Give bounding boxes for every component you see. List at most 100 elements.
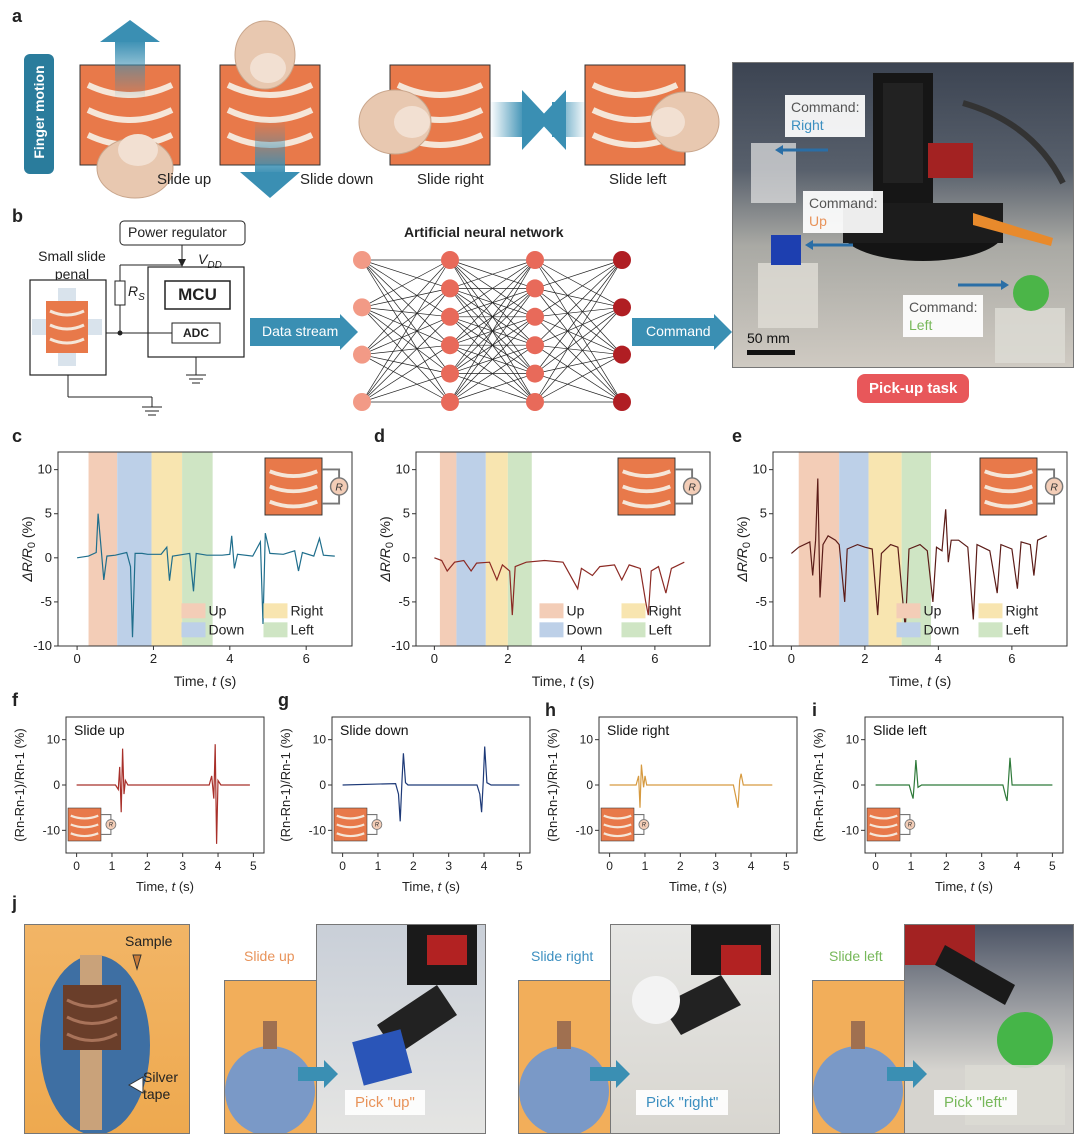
- y-tick-label: 0: [319, 778, 326, 792]
- series-line: [77, 513, 335, 638]
- ann-connection: [361, 344, 451, 356]
- y-tick-label: -10: [391, 638, 410, 653]
- power-regulator-label: Power regulator: [128, 224, 227, 240]
- ann-connection: [534, 344, 623, 403]
- ann-node: [613, 298, 631, 317]
- sample-label: Sample: [125, 933, 173, 949]
- ann-connection: [361, 354, 451, 374]
- band-right: [485, 452, 508, 646]
- ann-connection: [361, 316, 451, 355]
- pick-left-label: Pick "left": [934, 1090, 1018, 1115]
- x-tick-label: 2: [504, 651, 511, 666]
- ann-connection: [534, 344, 623, 356]
- neural-network-diagram: [353, 251, 631, 411]
- x-label-var: t: [172, 879, 177, 894]
- robot-scene: [747, 73, 1066, 363]
- x-tick-label: 0: [73, 859, 80, 873]
- ann-connection: [534, 259, 623, 403]
- legend-label-right: Right: [1005, 602, 1038, 618]
- hand-photo-left: [812, 980, 906, 1134]
- x-axis-label: Time, t (s): [532, 673, 594, 689]
- hand-photo-right: [518, 980, 612, 1134]
- small-slide-panel-title: Small slide penal: [38, 248, 106, 282]
- legend-swatch-right: [621, 603, 646, 619]
- x-tick-label: 0: [872, 859, 879, 873]
- command-up-value: Up: [809, 213, 827, 229]
- y-label-unit: (%): [378, 516, 393, 542]
- ann-connection: [361, 344, 451, 403]
- ann-connection: [534, 316, 623, 403]
- panel-label-a: a: [12, 6, 23, 26]
- caption-slide-down: Slide down: [300, 171, 374, 188]
- ann-node: [526, 251, 544, 269]
- x-tick-label: 4: [578, 651, 585, 666]
- ann-connection: [449, 288, 536, 403]
- ann-connection: [361, 259, 451, 355]
- ann-connection: [361, 288, 451, 403]
- svg-text:R: R: [109, 823, 114, 829]
- x-tick-label: 5: [783, 859, 790, 873]
- slide-left-label: Slide left: [829, 948, 883, 964]
- y-tick-label: 10: [396, 462, 410, 477]
- slide-right-label: Slide right: [531, 948, 594, 964]
- y-tick-label: -10: [576, 823, 594, 837]
- ann-connection: [534, 259, 623, 289]
- legend-swatch-up: [181, 603, 206, 619]
- band-left: [507, 452, 532, 646]
- arrow-left-group: [887, 1060, 927, 1088]
- y-tick-label: -10: [33, 638, 52, 653]
- x-label-part: Time,: [174, 673, 212, 689]
- y-tick-label: 0: [45, 550, 52, 565]
- legend-swatch-down: [539, 622, 564, 638]
- x-tick-label: 4: [215, 859, 222, 873]
- y-tick-label: -10: [309, 823, 327, 837]
- x-label-var: t: [705, 879, 710, 894]
- ann-node: [441, 251, 459, 269]
- ann-node: [526, 393, 544, 411]
- pick-up-label: Pick "up": [345, 1090, 425, 1115]
- series-line: [609, 764, 773, 808]
- sensor-inset: R: [600, 807, 650, 842]
- x-label-part: Time,: [136, 879, 172, 894]
- legend-label-left: Left: [648, 621, 671, 637]
- caption-slide-up: Slide up: [157, 171, 212, 188]
- legend-label-right: Right: [290, 602, 323, 618]
- band-right: [868, 452, 902, 646]
- x-label-part: Time,: [669, 879, 705, 894]
- x-label-var: t: [927, 673, 932, 689]
- ann-node: [353, 251, 371, 269]
- ann-connection: [361, 288, 451, 355]
- arrow-right-group: [590, 1060, 630, 1088]
- slide-up-label: Slide up: [244, 948, 295, 964]
- scale-bar-label: 50 mm: [747, 330, 790, 346]
- ann-node: [613, 345, 631, 364]
- y-label-main: ΔR/R: [20, 548, 35, 583]
- x-tick-label: 1: [109, 859, 116, 873]
- y-label-sub: 0: [384, 542, 396, 548]
- y-tick-label: 10: [38, 462, 52, 477]
- sensor-inset: R: [264, 457, 349, 516]
- ann-connection: [361, 259, 451, 403]
- x-label-part: Time,: [402, 879, 438, 894]
- ann-connection: [534, 307, 623, 403]
- ann-connection: [534, 307, 623, 374]
- rs-sub: S: [138, 291, 145, 303]
- x-label-unit: (s): [441, 879, 460, 894]
- x-label-var: t: [971, 879, 976, 894]
- command-arrow: Command: [632, 314, 732, 350]
- y-tick-label: -5: [755, 594, 767, 609]
- x-tick-label: 5: [1049, 859, 1056, 873]
- x-tick-label: 5: [516, 859, 523, 873]
- command-right-value: Right: [791, 117, 824, 133]
- ann-node: [526, 336, 544, 355]
- y-tick-label: 10: [313, 733, 327, 747]
- data-stream-arrow: Data stream: [250, 314, 358, 350]
- ann-connection: [361, 307, 451, 403]
- legend-label-up: Up: [208, 602, 226, 618]
- legend-label-down: Down: [566, 621, 602, 637]
- ann-node: [613, 393, 631, 411]
- ann-node: [353, 345, 371, 364]
- series-line: [342, 746, 520, 822]
